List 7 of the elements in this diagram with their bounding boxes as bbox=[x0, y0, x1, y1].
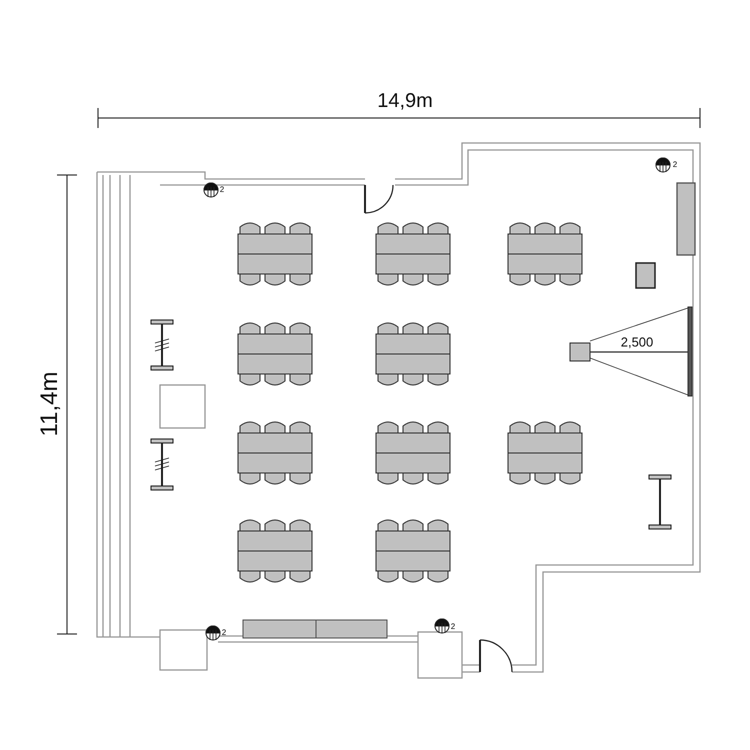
fixture-count: 2 bbox=[222, 629, 226, 637]
dimension-label: 14,9m bbox=[377, 91, 433, 111]
distance-label: 2,500 bbox=[620, 336, 654, 348]
fixture-count: 2 bbox=[220, 186, 224, 194]
dimension-label: 11,4m bbox=[38, 372, 62, 436]
fixture-count: 2 bbox=[450, 623, 456, 631]
fixture-count: 2 bbox=[672, 161, 678, 169]
